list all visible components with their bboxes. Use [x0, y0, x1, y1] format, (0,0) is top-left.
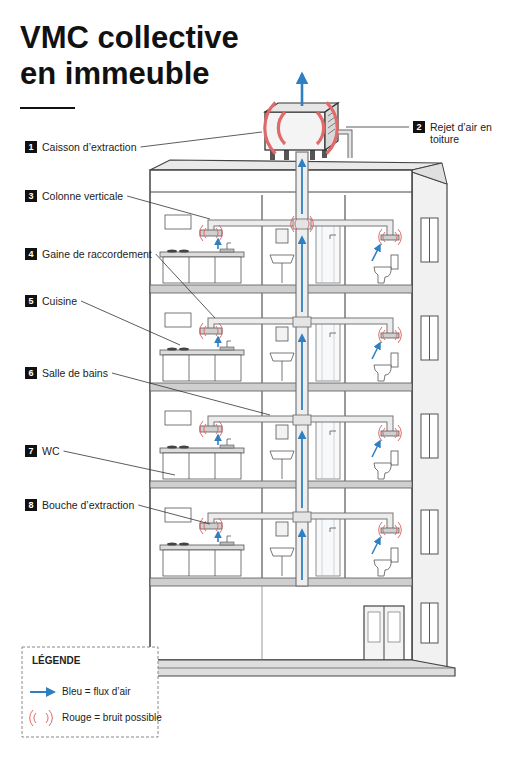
legend-frame-part: [22, 647, 158, 737]
vertical-column-part-part: [301, 237, 303, 312]
building-part: [142, 660, 455, 676]
callout-label: Gaine de raccordement: [42, 248, 152, 260]
building-part: [160, 488, 401, 578]
callout-label: Colonne verticale: [42, 190, 123, 202]
vertical-column-part-part: [301, 530, 303, 580]
extraction-unit-part-part: [328, 123, 335, 128]
callout-number: 4: [25, 248, 37, 260]
vertical-column-part-part: [301, 335, 303, 410]
leader-line: [138, 505, 210, 524]
extraction-unit: [265, 74, 350, 160]
leader-line: [127, 196, 210, 219]
extraction-unit-part: [284, 150, 289, 160]
extraction-unit-part-part: [328, 117, 335, 122]
callout: 2 Rejet d’air en toiture: [413, 121, 492, 145]
callout: 6 Salle de bains: [25, 367, 108, 379]
callout-label: Cuisine: [42, 295, 77, 307]
extraction-unit-part-part: [328, 129, 335, 134]
callout-number: 7: [25, 445, 37, 457]
building-part-part: [421, 414, 438, 458]
callout-number: 8: [25, 499, 37, 511]
legend-text: Rouge = bruit possible: [62, 712, 162, 724]
callout: 8 Bouche d’extraction: [25, 499, 134, 511]
building-part: [160, 195, 401, 285]
callout-number: 2: [413, 121, 425, 133]
vertical-column-part: [291, 216, 314, 232]
building-part-part: [429, 414, 430, 458]
vertical-column-part: [293, 512, 311, 522]
building-part-part: [429, 510, 430, 554]
callout-label: WC: [42, 445, 60, 457]
building-part: [150, 383, 412, 391]
building-part: [421, 218, 438, 643]
building-part-part: [429, 603, 430, 643]
legend-frame-part: [30, 691, 54, 693]
callout-number: 1: [25, 141, 37, 153]
vertical-column: [291, 152, 314, 586]
legend-heading: LÉGENDE: [32, 655, 80, 667]
building-part: [368, 612, 380, 642]
building-part: [160, 293, 401, 383]
leader-line: [141, 132, 262, 147]
leader-line: [346, 127, 409, 128]
callout: 5 Cuisine: [25, 295, 77, 307]
callout: 7 WC: [25, 445, 60, 457]
callout-label: Caisson d’extraction: [42, 141, 137, 153]
building-part-part: [421, 510, 438, 554]
title-rule: [20, 107, 75, 109]
vertical-column-part: [293, 317, 311, 327]
building-part: [150, 170, 412, 660]
building-part: [142, 668, 455, 669]
building-part: [364, 606, 404, 660]
leader-line: [112, 373, 270, 415]
vertical-column-part-part: [301, 160, 303, 214]
extraction-unit-part: [338, 132, 350, 158]
callout-label: Salle de bains: [42, 367, 108, 379]
extraction-unit-part: [265, 102, 337, 153]
building-part: [384, 606, 385, 660]
callout: 1 Caisson d’extraction: [25, 141, 137, 153]
extraction-unit-part: [310, 150, 315, 160]
building-part-part: [429, 218, 430, 262]
building-part: [262, 586, 263, 660]
diagram-title: VMC collective en immeuble: [20, 20, 260, 92]
vertical-column-part: [293, 415, 311, 425]
callout: 4 Gaine de raccordement: [25, 248, 152, 260]
legend-text: Bleu = flux d’air: [62, 686, 131, 698]
callout-number: 5: [25, 295, 37, 307]
vertical-column-part-part: [301, 432, 303, 508]
building-part: [412, 172, 447, 668]
building-part: [150, 481, 412, 488]
extraction-unit-part: [265, 112, 325, 150]
leader-line: [81, 301, 180, 345]
leader-line: [156, 254, 215, 318]
building-part-part: [421, 218, 438, 262]
callout-label: Bouche d’extraction: [42, 499, 134, 511]
vertical-column-part: [301, 160, 303, 580]
building-part: [150, 285, 412, 293]
legend-frame-part: [30, 710, 53, 726]
callout-label: Rejet d’air en toiture: [430, 121, 492, 145]
extraction-unit-part: [301, 74, 304, 106]
building-part: [412, 163, 447, 184]
building-part: [150, 578, 412, 586]
building-part-part: [421, 603, 438, 643]
building-part: [388, 612, 400, 642]
callout-number: 6: [25, 367, 37, 379]
extraction-unit-part: [338, 132, 350, 158]
extraction-unit-part-part: [265, 102, 337, 153]
callout-number: 3: [25, 190, 37, 202]
leader-line: [64, 451, 176, 475]
building-part: [160, 391, 401, 481]
building-part-part: [429, 316, 430, 360]
callout: 3 Colonne verticale: [25, 190, 123, 202]
building-part: [150, 192, 412, 193]
legend-frame: [22, 647, 158, 737]
building-part-part: [421, 316, 438, 360]
